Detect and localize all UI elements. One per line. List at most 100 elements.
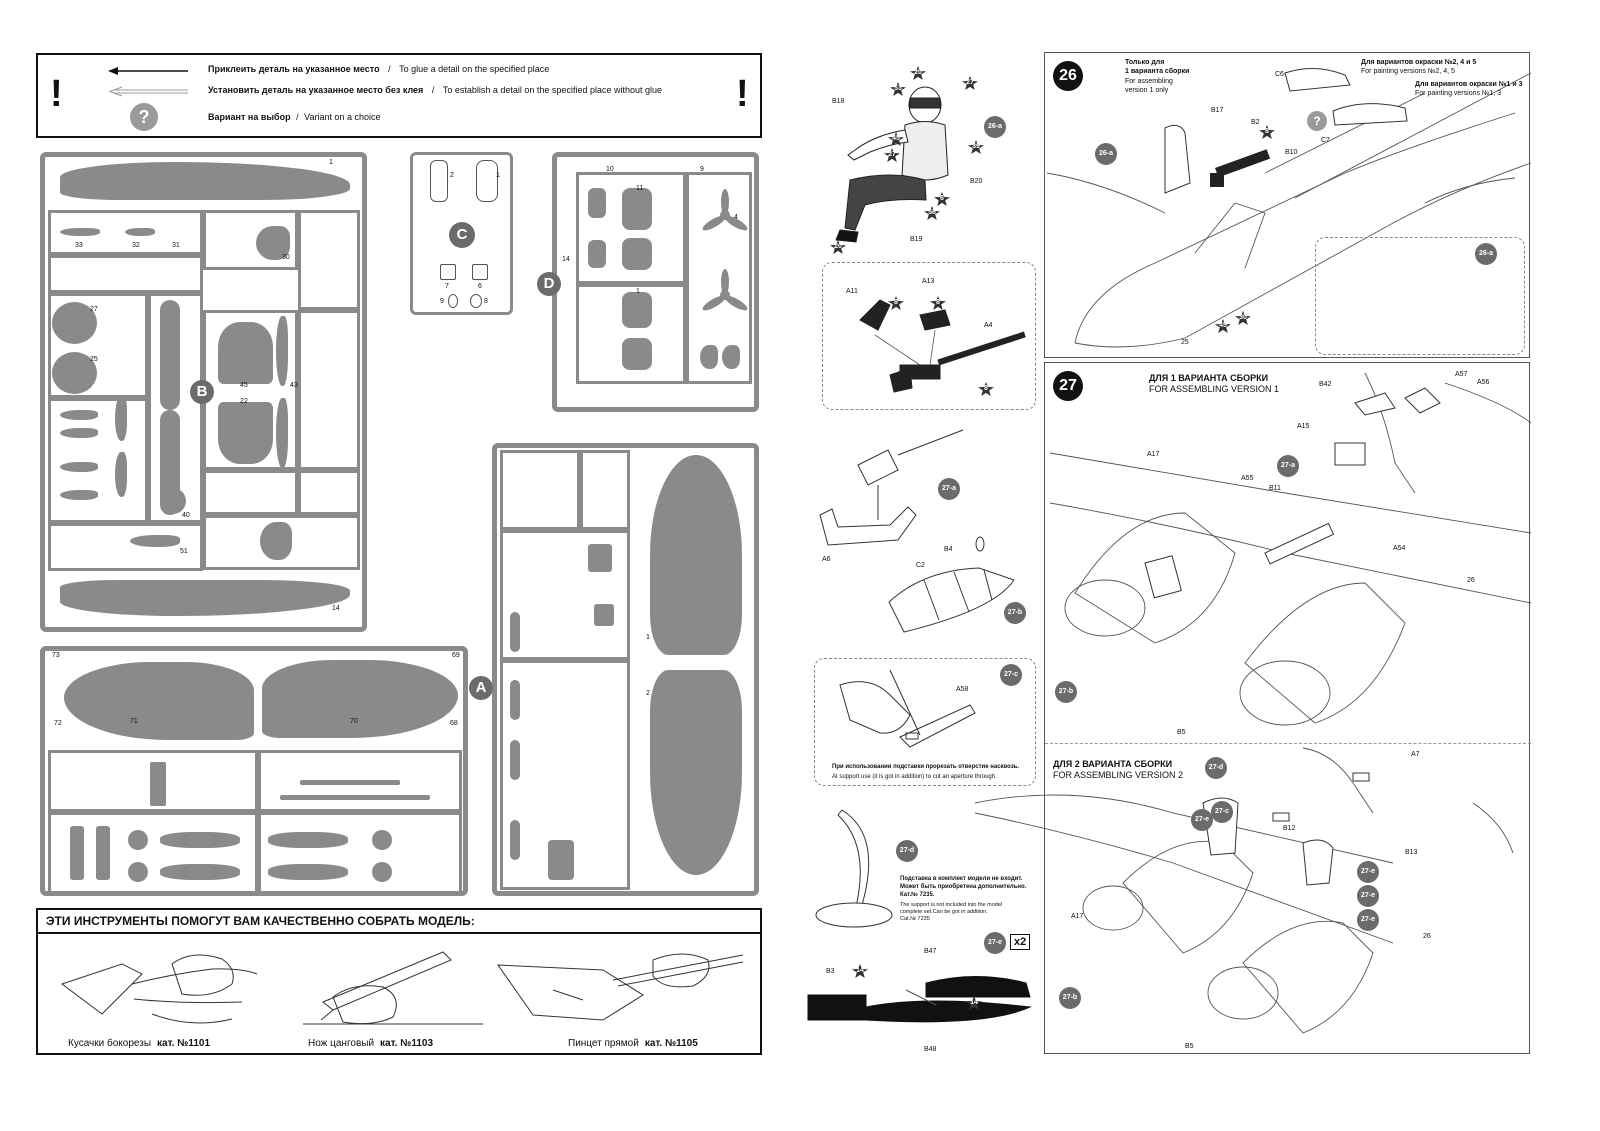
part-label: B47 — [924, 948, 937, 955]
hobby-knife-illustration — [303, 951, 483, 1025]
part-number: 9 — [440, 298, 444, 305]
sprue-c-frame — [410, 152, 513, 315]
small-part — [722, 345, 740, 369]
part-label: B19 — [910, 236, 923, 243]
sprue-a-badge: A — [469, 676, 493, 700]
wing-half-left — [64, 662, 254, 740]
small-part — [60, 228, 100, 236]
noglue-legend-line: Установить деталь на указанное место без… — [208, 85, 663, 95]
part-label: B13 — [1405, 849, 1418, 856]
propeller-icon — [702, 269, 748, 311]
part-number: 11 — [636, 185, 644, 192]
box-part — [588, 544, 612, 572]
part-number: 4 — [734, 214, 738, 221]
part-label: A54 — [1393, 545, 1406, 552]
subassembly-tag: 27-b — [1059, 987, 1081, 1009]
small-part — [115, 396, 127, 441]
subassembly-tag: 27-c — [1211, 801, 1233, 823]
sprue-b-cell — [298, 210, 360, 310]
round-part — [260, 522, 292, 560]
wheel-part — [128, 862, 148, 882]
ellipse-part — [52, 352, 97, 394]
part-label: B12 — [1283, 825, 1296, 832]
sprue-b-cell — [48, 523, 203, 571]
part-number: 73 — [52, 652, 60, 659]
sprue-b-cell — [298, 310, 360, 470]
part-number: 30 — [282, 254, 290, 261]
rudder-part — [218, 402, 273, 464]
strut-part — [548, 840, 574, 880]
part-label: B10 — [1285, 149, 1298, 156]
step-26-paint2-ru: Для вариантов окраски №1 и 3 — [1415, 81, 1523, 88]
subassembly-tag: 26-a — [1475, 243, 1497, 265]
rudder-part — [218, 322, 273, 384]
subassembly-tag: 27-b — [1055, 681, 1077, 703]
sprue-b-cell — [48, 293, 148, 398]
window-part — [472, 264, 488, 280]
part-label: A13 — [922, 278, 935, 285]
ellipse-part — [52, 302, 97, 344]
part-label: C2 — [916, 562, 925, 569]
nacelle-part — [268, 832, 348, 848]
tweezers-illustration — [497, 953, 744, 1021]
subassembly-tag: 26-a — [984, 116, 1006, 138]
part-label: 26 — [1467, 577, 1475, 584]
legend-box: ! ! ? Приклеить деталь на указанное мест… — [36, 53, 762, 138]
subassembly-tag: 27-e — [1191, 809, 1213, 831]
part-label: B4 — [944, 546, 953, 553]
step-27-divider — [1045, 743, 1531, 744]
step-27-v2-aircraft-illustration — [974, 747, 1514, 1034]
sprue-b-frame — [40, 152, 367, 632]
subassembly-tag: 27-e — [1357, 909, 1379, 931]
noglue-arrow-icon — [108, 86, 188, 97]
panel-part — [622, 188, 652, 230]
stand-note-ru-2: Может быть приобретена дополнительно. — [900, 884, 1027, 890]
part-number: 45 — [240, 382, 248, 389]
part-number: 8 — [484, 298, 488, 305]
wheel-part — [372, 862, 392, 882]
part-label: A17 — [1147, 451, 1160, 458]
strut-part — [510, 740, 520, 780]
side-cutters-illustration — [60, 954, 258, 1024]
tools-header: ЭТИ ИНСТРУМЕНТЫ ПОМОГУТ ВАМ КАЧЕСТВЕННО … — [46, 914, 475, 928]
sprue-b-cell — [203, 515, 360, 570]
step-27-number: 27 — [1053, 371, 1083, 401]
small-part — [115, 452, 127, 497]
small-part — [60, 490, 98, 500]
tools-box: ЭТИ ИНСТРУМЕНТЫ ПОМОГУТ ВАМ КАЧЕСТВЕННО … — [36, 908, 762, 1055]
sprue-a-cell — [580, 450, 630, 530]
sprue-a-cell — [500, 450, 580, 530]
part-label: B48 — [924, 1046, 937, 1053]
tools-header-rule — [38, 932, 760, 934]
wheel-part — [372, 830, 392, 850]
subassembly-tag: 27-a — [1277, 455, 1299, 477]
part-label: B5 — [1177, 729, 1186, 736]
step-26-paint2-en: For painting versions №1, 3 — [1415, 90, 1502, 97]
small-part — [60, 410, 98, 420]
stabilizer-part — [650, 670, 742, 875]
step-26-paint1-en: For painting versions №2, 4, 5 — [1361, 68, 1455, 75]
small-part — [60, 428, 98, 438]
part-number: 25 — [90, 356, 98, 363]
canopy-part — [430, 160, 448, 202]
part-label: 25 — [1181, 339, 1189, 346]
part-number: 70 — [350, 718, 358, 725]
sprue-a-cell — [48, 750, 258, 812]
strut-part — [510, 612, 520, 652]
fuselage-half-top — [60, 162, 350, 200]
subassembly-tag: 27-d — [896, 840, 918, 862]
part-label: B3 — [826, 968, 835, 975]
part-label: A56 — [1477, 379, 1490, 386]
pilot-figure-illustration — [835, 86, 949, 243]
glue-legend-line: Приклеить деталь на указанное место / To… — [208, 64, 550, 74]
sprue-b-badge: B — [190, 380, 214, 404]
panel-part — [622, 338, 652, 370]
wheel-part — [128, 830, 148, 850]
part-label: 26 — [1423, 933, 1431, 940]
stand-note-ru-3: Кат.№ 7235. — [900, 892, 935, 898]
part-number: 7 — [445, 283, 449, 290]
panel-part — [622, 292, 652, 328]
machine-gun-illustration — [859, 299, 1026, 393]
